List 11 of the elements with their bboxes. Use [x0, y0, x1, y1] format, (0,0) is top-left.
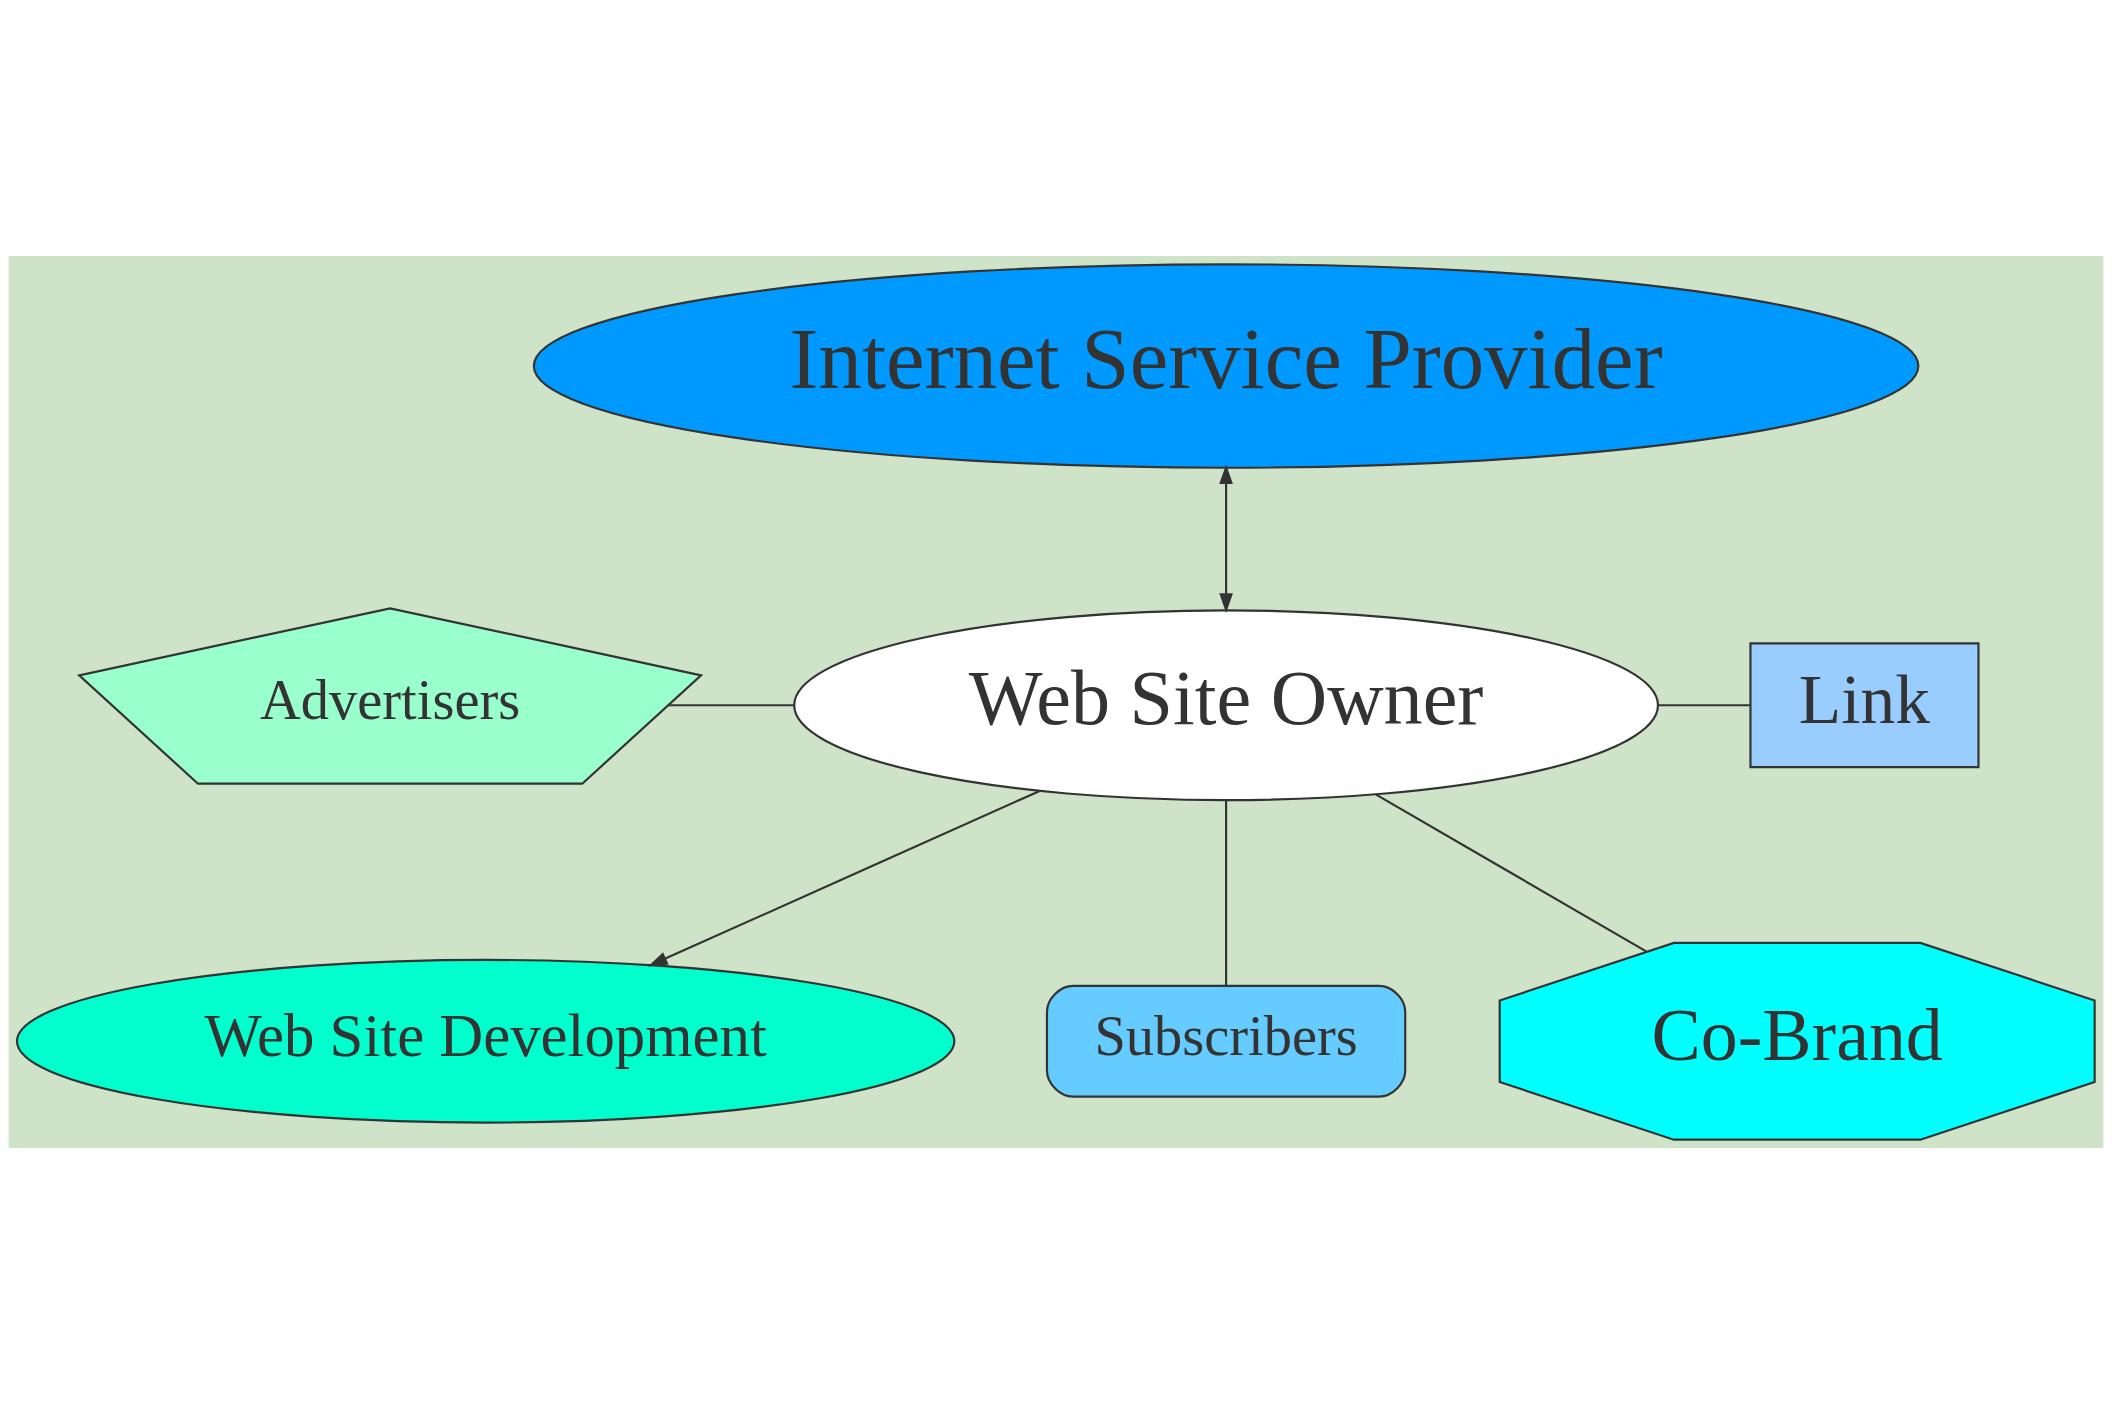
connector — [1225, 800, 1228, 986]
arrow — [647, 790, 1040, 967]
arrow — [1219, 464, 1233, 613]
node-ellipse: Internet Service Provider — [532, 263, 1920, 469]
node-box: Link — [1749, 642, 1980, 769]
node-ellipse: Web Site Owner — [793, 609, 1660, 802]
node-box: Subscribers — [1045, 984, 1407, 1098]
connector — [1375, 793, 1647, 953]
connector — [1658, 704, 1750, 707]
node-ellipse: Web Site Development — [15, 958, 956, 1124]
connector — [668, 704, 795, 707]
